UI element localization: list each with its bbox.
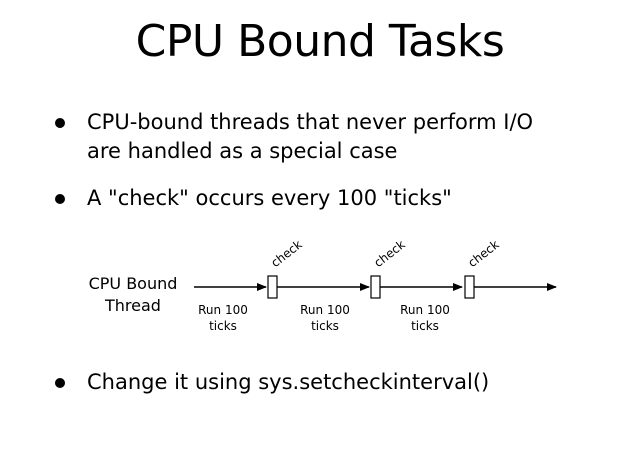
check-marker-2	[370, 275, 381, 299]
bullet-dot-icon	[55, 378, 65, 388]
timeline-svg	[194, 275, 557, 299]
bullet-2: A "check" occurs every 100 "ticks"	[55, 184, 575, 214]
thread-label: CPU Bound Thread	[78, 273, 188, 317]
bullet-1-text: CPU-bound threads that never perform I/O…	[87, 108, 533, 166]
run-label-3: Run 100 ticks	[385, 302, 465, 334]
thread-label-line-2: Thread	[105, 296, 161, 315]
bullet-dot-icon	[55, 118, 65, 128]
bullet-3-text: Change it using sys.setcheckinterval()	[87, 370, 490, 394]
bullet-dot-icon	[55, 194, 65, 204]
cpu-bound-thread-diagram: CPU Bound Thread Run 100 ticks Run 100 t…	[0, 230, 640, 340]
slide-title: CPU Bound Tasks	[135, 16, 505, 67]
check-marker-1	[267, 275, 278, 299]
bullet-2-text: A "check" occurs every 100 "ticks"	[87, 186, 452, 210]
check-marker-3	[464, 275, 475, 299]
run-label-1-line-1: Run 100	[198, 303, 248, 317]
bullet-3: Change it using sys.setcheckinterval()	[55, 368, 575, 398]
run-label-1: Run 100 ticks	[183, 302, 263, 334]
run-label-3-line-1: Run 100	[400, 303, 450, 317]
bullet-1: CPU-bound threads that never perform I/O…	[55, 108, 615, 168]
thread-label-line-1: CPU Bound	[88, 274, 178, 293]
run-label-2: Run 100 ticks	[285, 302, 365, 334]
bullet-1-line-1: CPU-bound threads that never perform I/O	[87, 110, 534, 134]
bullet-1-line-2: are handled as a special case	[87, 139, 398, 163]
run-label-3-line-2: ticks	[411, 319, 439, 333]
run-label-2-line-2: ticks	[311, 319, 339, 333]
run-label-2-line-1: Run 100	[300, 303, 350, 317]
run-label-1-line-2: ticks	[209, 319, 237, 333]
